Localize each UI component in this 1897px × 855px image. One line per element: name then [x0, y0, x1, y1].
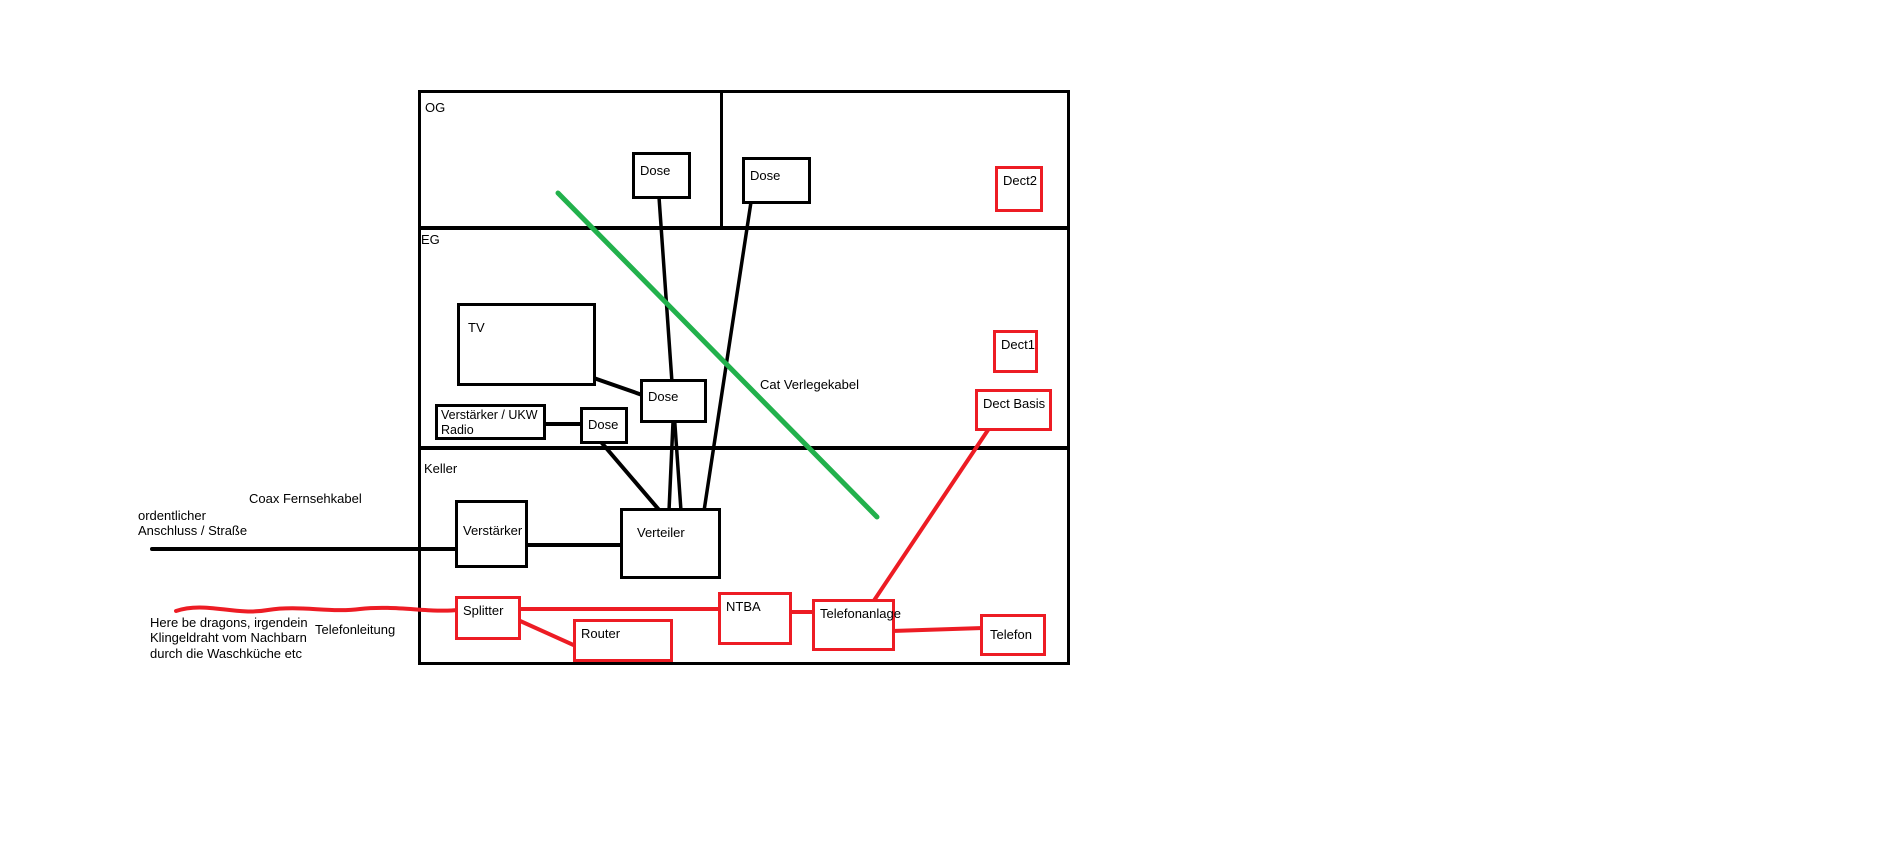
tv-box: TV: [457, 303, 596, 386]
verteiler-box: Verteiler: [620, 508, 721, 579]
splitter-box: Splitter: [455, 596, 521, 640]
dose-eg-label: Dose: [648, 389, 679, 404]
router-label: Router: [581, 626, 621, 641]
tv-label: TV: [468, 320, 485, 335]
telefonanlage-box: Telefonanlage: [812, 599, 901, 651]
og-room-divider: [720, 90, 723, 230]
dose-og-right-label: Dose: [750, 168, 781, 183]
verstaerker-box: Verstärker: [455, 500, 528, 568]
verstaerker-ukw-box: Verstärker / UKW Radio: [435, 404, 546, 440]
router-box: Router: [573, 619, 673, 662]
anschluss-strasse-label: ordentlicher Anschluss / Straße: [138, 508, 248, 539]
dect-basis-label: Dect Basis: [983, 396, 1046, 411]
telefonleitung-wavy-line: [174, 605, 460, 614]
verteiler-label: Verteiler: [637, 525, 685, 540]
floor-divider-eg-keller: [418, 446, 1070, 450]
coax-fernsehkabel-label: Coax Fernsehkabel: [249, 491, 362, 506]
dect2-box: Dect2: [995, 166, 1043, 212]
dect1-box: Dect1: [993, 330, 1038, 373]
dose-og-right-box: Dose: [742, 157, 811, 204]
floor-label-keller: Keller: [424, 461, 458, 476]
cat-verlegekabel-line: [555, 190, 880, 520]
splitter-label: Splitter: [463, 603, 504, 618]
floor-label-eg: EG: [421, 232, 440, 247]
og-dose-right-verteiler-line: [702, 200, 753, 513]
telefonanlage-dect-basis-line: [871, 425, 992, 604]
dragons-note: Here be dragons, irgendein Klingeldraht …: [150, 615, 308, 661]
small-dose-verteiler-line: [599, 440, 662, 513]
dose-eg-small-label: Dose: [588, 417, 619, 432]
telefonleitung-label: Telefonleitung: [315, 622, 396, 637]
cat-verlegekabel-label: Cat Verlegekabel: [760, 377, 860, 392]
telefon-box: Telefon: [980, 614, 1046, 656]
floor-label-og: OG: [425, 100, 446, 115]
dose-eg-small-box: Dose: [580, 407, 628, 444]
dect2-label: Dect2: [1003, 173, 1037, 188]
verstaerker-ukw-label: Verstärker / UKW Radio: [441, 408, 538, 437]
dose-og-left-label: Dose: [640, 163, 671, 178]
verstaerker-label: Verstärker: [463, 523, 523, 538]
ntba-label: NTBA: [726, 599, 761, 614]
dose-og-left-box: Dose: [632, 152, 691, 199]
og-dose-left-verteiler-line: [657, 195, 683, 513]
house-outline: [418, 90, 1070, 665]
telefon-label: Telefon: [990, 627, 1032, 642]
dose-eg-verteiler-line: [667, 420, 675, 513]
dect-basis-box: Dect Basis: [975, 389, 1052, 431]
floor-divider-og-eg: [418, 226, 1070, 230]
dect1-label: Dect1: [1001, 337, 1035, 352]
telefonanlage-label: Telefonanlage: [820, 606, 901, 621]
telefonanlage-telefon-line: [890, 626, 985, 633]
dose-eg-box: Dose: [640, 379, 707, 423]
ntba-box: NTBA: [718, 592, 792, 645]
